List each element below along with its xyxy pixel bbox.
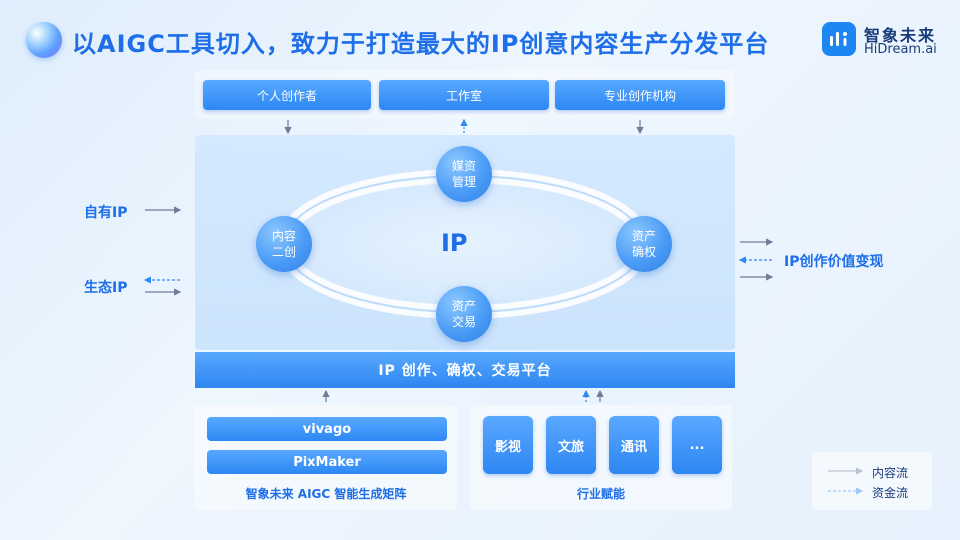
header-orb-icon: [26, 22, 62, 58]
ip-center-label: IP: [441, 229, 468, 257]
tile-telecom: 通讯: [609, 416, 659, 474]
vivago-box: vivago: [207, 417, 447, 441]
hidream-logo-icon: [822, 22, 856, 56]
individual-creator-box: 个人创作者: [203, 80, 371, 110]
node-asset-trading: 资产交易: [436, 286, 492, 342]
tile-film: 影视: [483, 416, 533, 474]
brand-name-en: HiDream.ai: [864, 42, 937, 57]
eco-ip-label: 生态IP: [84, 280, 128, 296]
pixmaker-box: PixMaker: [207, 450, 447, 474]
own-ip-label: 自有IP: [84, 205, 128, 221]
tile-more: ...: [672, 416, 722, 474]
node-asset-rights: 资产确权: [616, 216, 672, 272]
legend: [812, 452, 932, 510]
tile-culture-tourism: 文旅: [546, 416, 596, 474]
industry-caption: 行业赋能: [576, 487, 625, 501]
aigc-matrix-caption: 智象未来 AIGC 智能生成矩阵: [245, 487, 407, 501]
platform-bar: IP 创作、确权、交易平台: [195, 352, 735, 388]
legend-capital-flow: 资金流: [872, 486, 909, 500]
studio-box: 工作室: [379, 80, 549, 110]
legend-content-flow: 内容流: [872, 466, 909, 480]
ip-monetization-label: IP创作价值变现: [784, 254, 884, 270]
page-title: 以AIGC工具切入，致力于打造最大的IP创意内容生产分发平台: [72, 30, 770, 58]
node-media-management: 媒资管理: [436, 146, 492, 202]
professional-agency-box: 专业创作机构: [555, 80, 725, 110]
brand-name-cn: 智象未来: [864, 26, 937, 45]
node-content-remix: 内容二创: [256, 216, 312, 272]
